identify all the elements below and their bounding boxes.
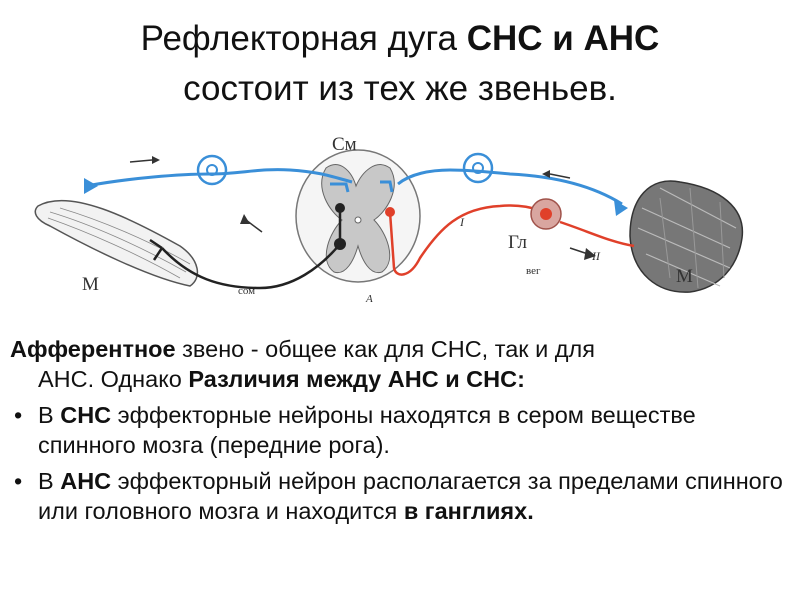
label-spinal-cord: См bbox=[332, 134, 357, 155]
list-item: • В АНС эффекторный нейрон располагается… bbox=[14, 468, 783, 524]
bullet-marker: • bbox=[14, 402, 23, 428]
spinal-cord bbox=[295, 149, 421, 283]
title-line-2: состоит из тех же звеньев. bbox=[183, 69, 617, 108]
autonomic-efferent-pathway bbox=[385, 198, 635, 276]
list-item: • В СНС эффекторные нейроны находятся в … bbox=[14, 402, 696, 458]
direction-arrows bbox=[129, 156, 596, 260]
label-somatic: сом bbox=[238, 285, 255, 297]
somatic-efferent-pathway bbox=[149, 203, 346, 290]
bullet-marker: • bbox=[14, 468, 23, 494]
label-muscle-right: М bbox=[676, 266, 693, 287]
differences-heading: Различия между АНС и СНС: bbox=[188, 366, 525, 392]
afferent-pathway bbox=[84, 152, 628, 216]
title-part1-bold: СНС и АНС bbox=[466, 19, 660, 58]
label-ganglion: Гл bbox=[508, 232, 528, 253]
reflex-arc-diagram: См М М Гл сом вег I II А bbox=[34, 134, 744, 305]
label-fiber-two: II bbox=[591, 249, 601, 263]
differences-line: АНС. Однако Различия между АНС и СНС: bbox=[38, 366, 525, 392]
label-point-a: А bbox=[365, 293, 373, 305]
slide-title: Рефлекторная дуга СНС и АНС состоит из т… bbox=[0, 14, 800, 114]
title-part1: Рефлекторная дуга bbox=[140, 19, 467, 58]
differences-list: • В СНС эффекторные нейроны находятся в … bbox=[10, 400, 790, 526]
afferent-line: Афферентное звено - общее как для СНС, т… bbox=[10, 336, 595, 362]
left-muscle bbox=[34, 199, 199, 287]
title-line-1: Рефлекторная дуга СНС и АНС bbox=[0, 14, 800, 64]
label-vegetative: вег bbox=[526, 265, 541, 277]
label-muscle-left: М bbox=[82, 274, 99, 295]
label-fiber-one: I bbox=[459, 215, 465, 229]
right-muscle bbox=[629, 180, 744, 293]
afferent-term: Афферентное bbox=[10, 336, 176, 362]
body-text: Афферентное звено - общее как для СНС, т… bbox=[10, 334, 790, 532]
